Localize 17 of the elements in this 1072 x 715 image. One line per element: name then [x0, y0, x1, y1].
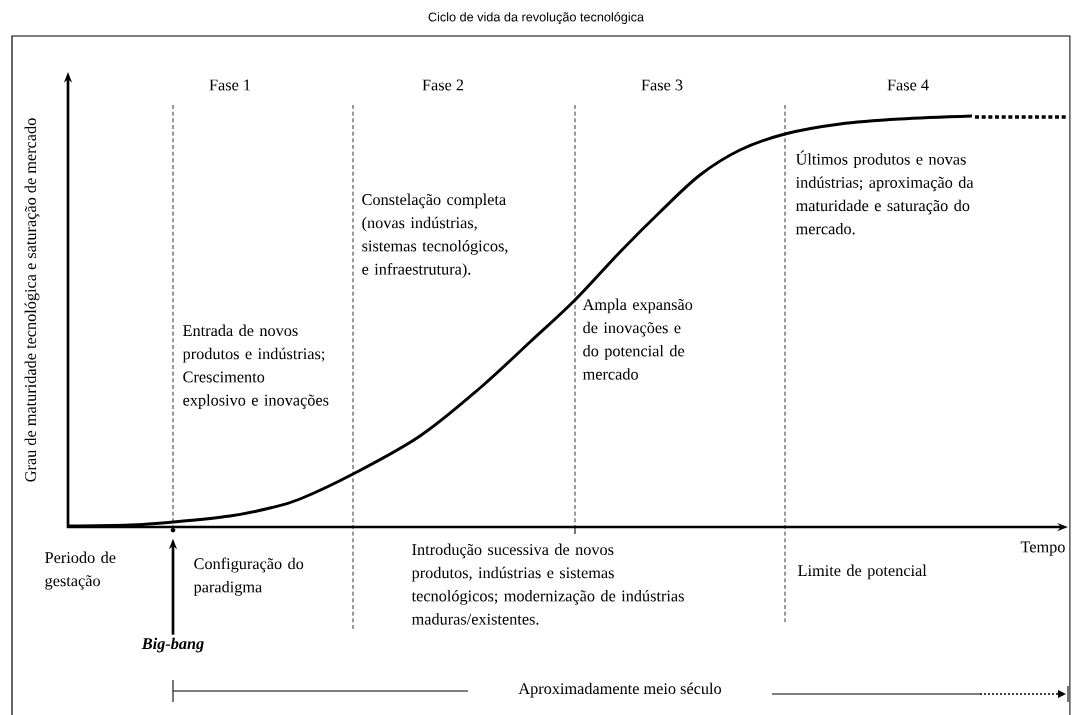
dimension-label: Aproximadamente meio século: [518, 682, 722, 698]
phase-label: Fase 3: [641, 79, 683, 91]
annotation-text: Periodo de gestação: [45, 551, 116, 590]
phase-label: Fase 1: [209, 79, 251, 91]
axis-label: Tempo: [1020, 541, 1065, 556]
annotation-text: Ampla expansão de inovações e do potencial de mercado: [582, 298, 693, 380]
event-label: Big-bang: [141, 637, 204, 653]
axis-title: Grau de maturidade tecnológica e saturação de mercado: [24, 118, 40, 482]
phase-label: Fase 2: [422, 79, 464, 91]
annotation-text: Constelação completa (novas indústrias, sistemas tecnológicos, e infraestrutura).: [362, 193, 508, 278]
phase-label: Fase 4: [887, 79, 929, 91]
chart-title: Ciclo de vida da revolução tecnológica: [428, 12, 645, 24]
annotation-text: Últimos produtos e novas indústrias; aproximação da maturidade e saturação do mercado.: [795, 150, 974, 235]
annotation-text: Introdução sucessiva de novos produtos, indústrias e sistemas tecnológicos; modernização de indústrias maduras/existentes.: [411, 543, 684, 625]
annotation-text: Limite de potencial: [798, 564, 927, 580]
annotation-text: Configuração do paradigma: [193, 557, 304, 596]
annotation-text: Entrada de novos produtos e indústrias; Crescimento explosivo e inovações: [182, 324, 329, 409]
